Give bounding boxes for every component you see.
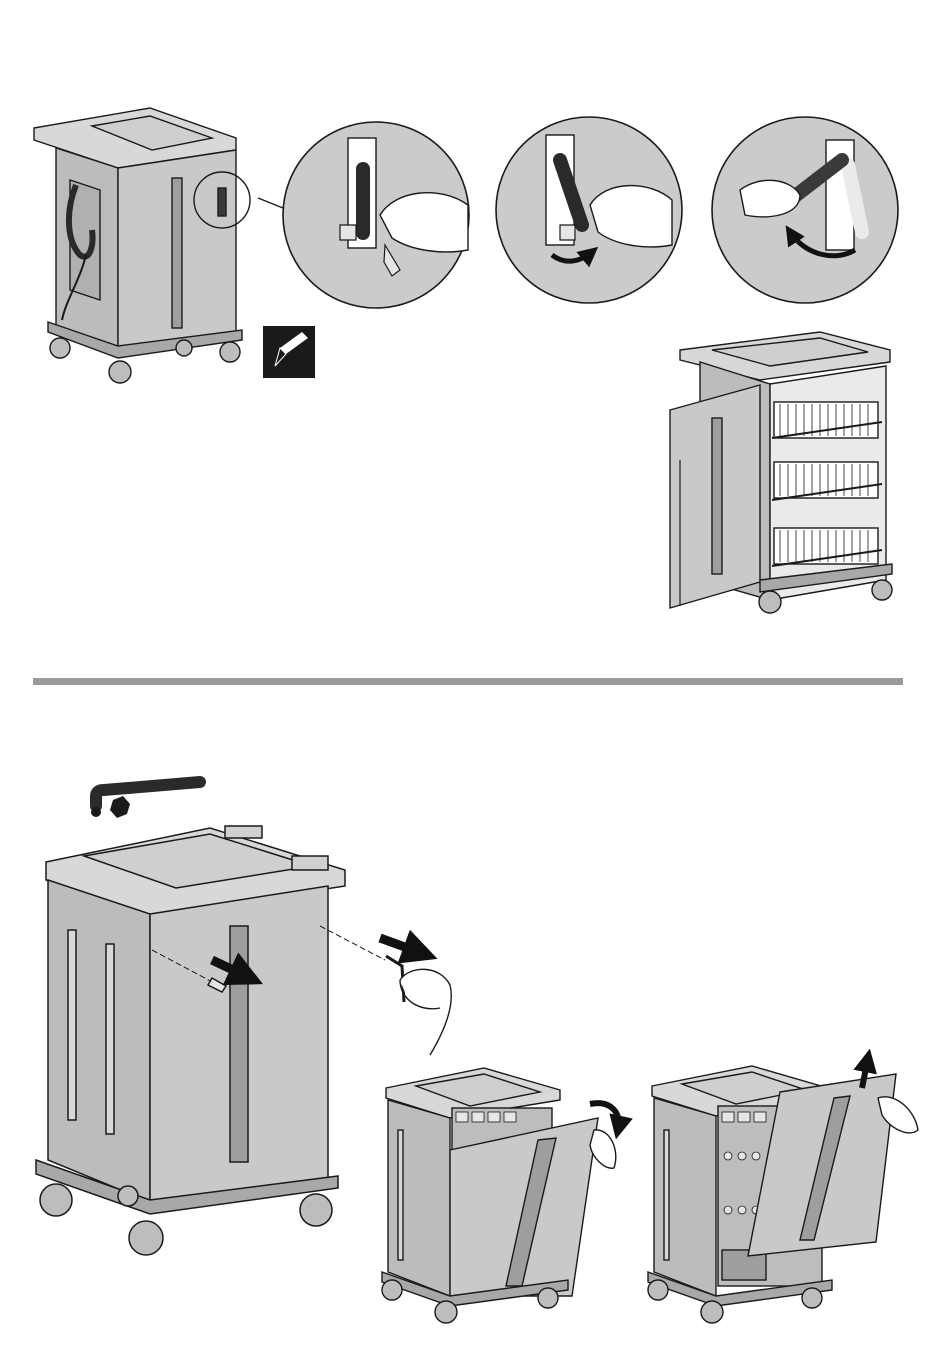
detail-insert-key bbox=[283, 122, 469, 308]
hand-with-hex-key bbox=[386, 956, 451, 1055]
arrow-right-2 bbox=[380, 938, 424, 954]
cart-large-closed bbox=[36, 826, 385, 1255]
cart-panel-tilt bbox=[382, 1068, 619, 1323]
detail-lift-handle bbox=[712, 117, 898, 303]
cart-panel-lift bbox=[648, 1058, 918, 1323]
section-divider bbox=[33, 678, 903, 685]
cart-closed-side-view bbox=[34, 108, 242, 383]
cart-open-with-devices bbox=[670, 332, 892, 613]
hex-key-icon bbox=[91, 782, 200, 818]
detail-turn-key bbox=[496, 117, 682, 303]
pencil-note-icon bbox=[263, 326, 315, 378]
